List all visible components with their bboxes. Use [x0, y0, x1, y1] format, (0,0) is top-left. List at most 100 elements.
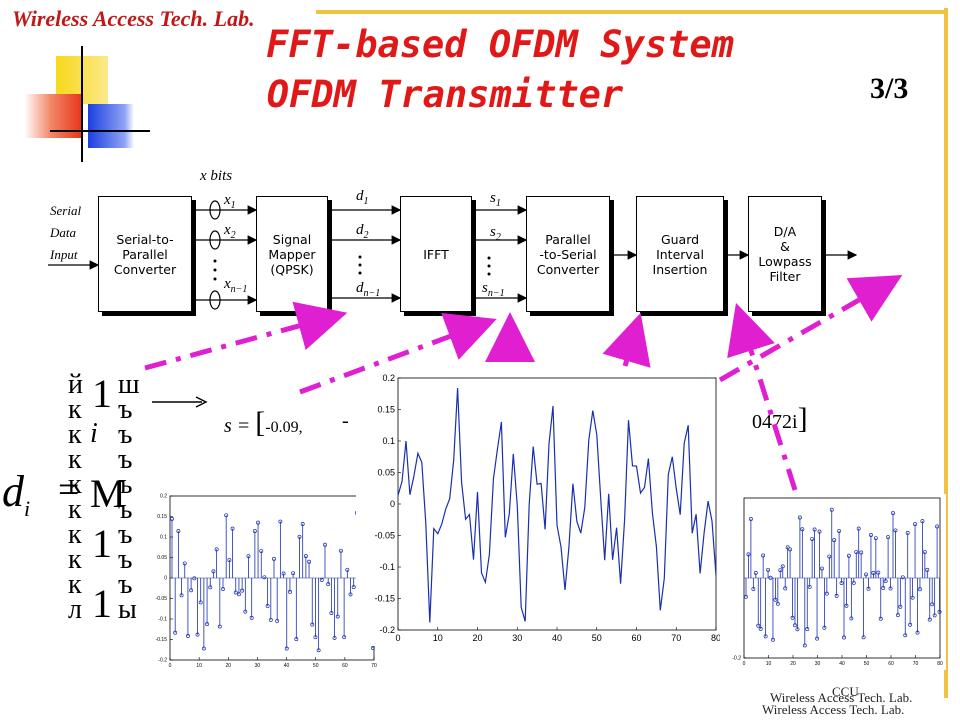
right-plot-stem-marker [839, 581, 844, 585]
right-plot-stem-marker [788, 547, 793, 552]
left-plot-stem-marker [205, 622, 210, 627]
left-plot-stem-marker [240, 588, 245, 593]
right-plot-stem-marker [790, 615, 795, 620]
right-plot-stem-marker [834, 593, 839, 598]
org-name: Wireless Access Tech. Lab. [12, 6, 255, 31]
right-plot-stem-marker [844, 603, 849, 608]
right-plot-stem-marker [849, 616, 854, 621]
right-plot-stem-marker [753, 570, 758, 575]
dn-label: dn−1 [356, 280, 381, 299]
da-lowpass-block: D/A & Lowpass Filter [748, 196, 822, 312]
matrix-left-glyph: й [68, 369, 83, 400]
left-plot-stem-marker [173, 630, 178, 635]
left-plot-xtick-label: 50 [313, 663, 319, 668]
left-plot-stem-marker [233, 590, 238, 595]
left-plot-stem-marker [316, 648, 321, 653]
matrix-right-glyph: ы [118, 594, 137, 625]
left-plot-stem-marker [214, 547, 219, 552]
right-plot-stem-marker [873, 536, 878, 541]
left-plot-stem-marker [182, 561, 187, 566]
matrix-entry-1c: 1 [92, 581, 112, 626]
right-plot-xtick-label: 60 [888, 661, 894, 667]
left-plot-stem-marker [297, 534, 302, 539]
center-plot-xtick-label: 60 [631, 633, 641, 643]
right-plot-stem-marker [917, 587, 922, 592]
guard-interval-block: Guard Interval Insertion [636, 196, 724, 312]
right-plot-stem-marker [854, 550, 859, 554]
right-plot-xtick-label: 0 [743, 661, 746, 667]
left-plot-stem-marker [272, 556, 276, 561]
left-plot-stem-marker [185, 634, 190, 638]
right-plot-stem-marker [898, 604, 903, 609]
center-plot-ytick-label: -0.15 [374, 594, 395, 604]
left-plot-stem-marker [192, 576, 197, 581]
right-plot-ytick-label: -0.2 [732, 656, 741, 662]
right-plot-stem-marker [900, 575, 905, 580]
left-plot-stem-marker [342, 635, 347, 640]
matrix-right-glyph: ъ [118, 569, 133, 600]
right-plot-stem-marker [927, 617, 932, 622]
left-plot-stem-marker [230, 526, 235, 531]
left-plot-stem-marker [236, 592, 241, 597]
right-plot-stem-marker [795, 627, 800, 632]
deco-horizontal-line [50, 130, 150, 132]
right-plot-stem-marker [748, 517, 753, 521]
right-plot-stem-marker [775, 601, 780, 606]
right-plot-stem-marker [895, 613, 900, 618]
matrix-right-glyph: ъ [118, 444, 133, 475]
right-plot-stem-marker [846, 553, 851, 558]
left-plot-stem-marker [278, 519, 283, 524]
center-plot-ytick-label: -0.05 [374, 531, 395, 541]
right-plot-stem-marker [903, 633, 908, 638]
right-plot-stem-marker [910, 595, 915, 600]
right-plot-stem-marker [922, 550, 927, 554]
right-plot-stem-marker [827, 554, 832, 559]
left-plot-stem-marker [300, 521, 305, 526]
center-plot-axes [397, 377, 717, 631]
right-plot-stem-marker [913, 522, 917, 527]
right-plot-xtick-label: 80 [937, 661, 943, 667]
left-plot-ytick-label: 0.1 [160, 535, 167, 541]
matrix-left-glyph: к [68, 569, 82, 600]
left-plot-stem-marker [256, 520, 261, 525]
left-plot-stem-marker [176, 529, 181, 534]
di-equals: = [58, 469, 80, 511]
center-plot-xtick-label: 10 [433, 633, 443, 643]
right-plot-stem-marker [932, 613, 937, 618]
left-plot-stem-marker [262, 575, 267, 580]
right-plot-stem-marker [864, 572, 868, 577]
left-plot-stem-marker [332, 635, 337, 640]
right-plot-stem-marker [761, 553, 766, 558]
left-plot-ytick-label: -0.2 [158, 658, 167, 664]
center-plot-xtick-label: 70 [671, 633, 681, 643]
left-plot-xtick-label: 60 [342, 663, 348, 668]
right-plot-xtick-label: 70 [913, 661, 919, 667]
right-plot-stem-marker [866, 586, 871, 591]
footer-lab-2: Wireless Access Tech. Lab. [762, 702, 905, 717]
right-plot-stem-marker [930, 602, 935, 607]
left-plot-stem-marker [249, 615, 254, 620]
xn-label: xn−1 [224, 276, 248, 295]
right-plot-stem-marker [856, 526, 861, 531]
left-plot-ytick-label: -0.15 [156, 637, 168, 643]
left-plot-stem-marker [211, 569, 216, 574]
deco-vertical-line [81, 46, 83, 162]
s1-label: s1 [490, 190, 501, 209]
center-plot-ytick-label: 0 [390, 499, 395, 509]
matrix-entry-m: M [90, 471, 126, 516]
left-plot-xtick-label: 70 [371, 663, 377, 668]
left-plot-stem-marker [313, 635, 318, 640]
left-plot-stem-marker [351, 585, 356, 590]
center-plot-ytick-label: 0.1 [382, 436, 395, 446]
matrix-entry-i: i [90, 418, 98, 449]
left-plot-stem-marker [281, 571, 286, 576]
right-plot-stem-marker [783, 586, 788, 591]
s-equation-tail: 0472i] [752, 402, 808, 435]
right-plot-stem-marker [851, 580, 856, 585]
x2-label: x2 [224, 222, 236, 241]
right-plot-stem-marker [881, 585, 886, 590]
left-plot-stem-marker [198, 600, 203, 605]
s-equation-dash: - [342, 410, 349, 432]
